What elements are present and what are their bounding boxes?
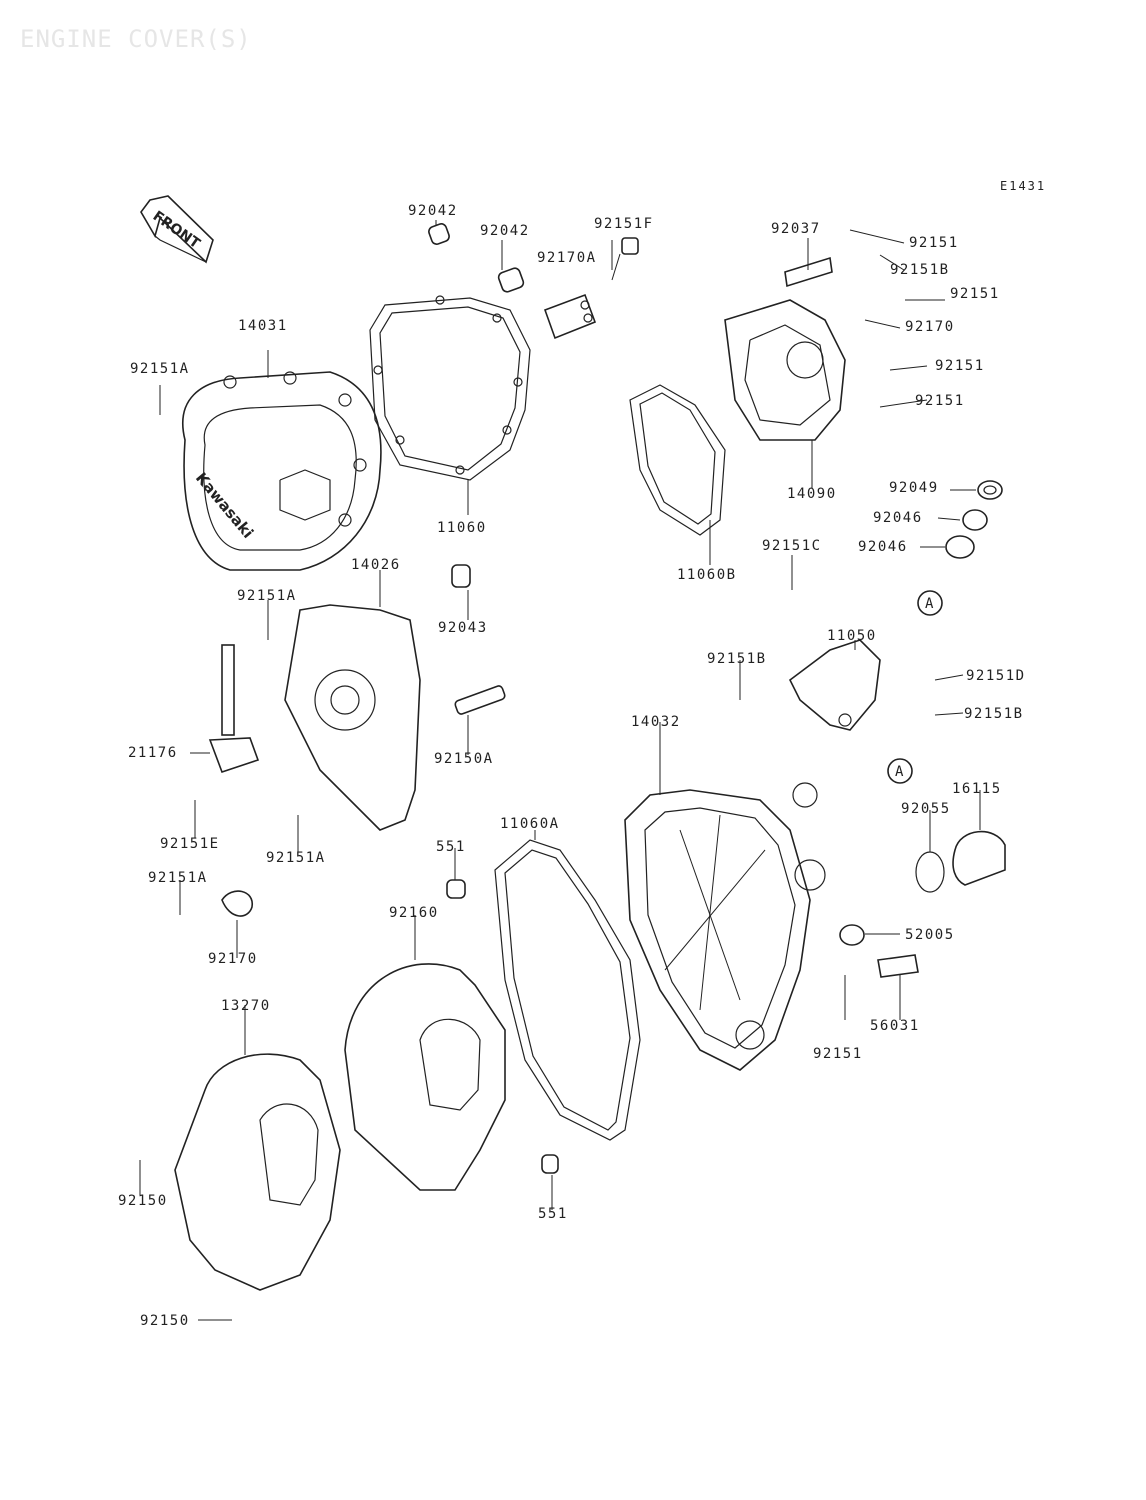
part-label-92151: 92151 xyxy=(950,286,1000,302)
part-label-21176: 21176 xyxy=(128,745,178,761)
o-ring-92055 xyxy=(915,851,945,893)
dowel-pin-551-upper xyxy=(446,879,466,899)
part-label-92150: 92150 xyxy=(140,1313,190,1329)
reference-marker-a-top-label: A xyxy=(925,596,935,612)
clutch-cover-14032 xyxy=(624,782,826,1071)
part-label-92151a: 92151A xyxy=(148,870,208,886)
part-label-92151: 92151 xyxy=(915,393,965,409)
part-label-92046: 92046 xyxy=(858,539,908,555)
part-label-551: 551 xyxy=(436,839,466,855)
part-label-52005: 52005 xyxy=(905,927,955,943)
part-label-92150: 92150 xyxy=(118,1193,168,1209)
gasket-11060 xyxy=(369,295,531,481)
part-label-14031: 14031 xyxy=(238,318,288,334)
part-label-92049: 92049 xyxy=(889,480,939,496)
reference-marker-a-mid-label: A xyxy=(895,764,905,780)
part-label-92151a: 92151A xyxy=(237,588,297,604)
part-label-16115: 16115 xyxy=(952,781,1002,797)
diagram-title: ENGINE COVER(S) xyxy=(20,25,252,53)
part-label-92055: 92055 xyxy=(901,801,951,817)
front-arrow-icon: FRONT xyxy=(140,195,214,264)
clamp-92170-left xyxy=(221,890,253,917)
part-label-11060a: 11060A xyxy=(500,816,560,832)
part-label-14090: 14090 xyxy=(787,486,837,502)
part-label-92170: 92170 xyxy=(208,951,258,967)
part-label-92151: 92151 xyxy=(909,235,959,251)
clamp-92170A xyxy=(543,293,597,340)
part-label-92150a: 92150A xyxy=(434,751,494,767)
label-56031 xyxy=(877,954,919,978)
part-label-14032: 14032 xyxy=(631,714,681,730)
dowel-pin-92043 xyxy=(451,564,471,588)
part-label-92160: 92160 xyxy=(389,905,439,921)
gasket-11060A xyxy=(494,839,641,1141)
part-label-92046: 92046 xyxy=(873,510,923,526)
part-label-11050: 11050 xyxy=(827,628,877,644)
part-label-92151b: 92151B xyxy=(707,651,767,667)
part-label-14026: 14026 xyxy=(351,557,401,573)
bushing-92046-upper xyxy=(962,509,988,531)
dowel-pin-92042-left xyxy=(428,223,450,245)
reference-marker-a-top: A xyxy=(917,590,943,616)
part-label-92170a: 92170A xyxy=(537,250,597,266)
starter-cover-14026 xyxy=(284,604,421,831)
part-label-92042: 92042 xyxy=(408,203,458,219)
part-label-92151a: 92151A xyxy=(130,361,190,377)
part-label-92151b: 92151B xyxy=(964,706,1024,722)
filler-cap-16115 xyxy=(952,830,1006,886)
bushing-92046-lower xyxy=(945,535,975,559)
part-label-11060b: 11060B xyxy=(677,567,737,583)
sensor-21176 xyxy=(208,644,260,774)
oil-seal-52005 xyxy=(839,924,865,946)
part-label-13270: 13270 xyxy=(221,998,271,1014)
diagram-code: E1431 xyxy=(1000,179,1046,193)
dowel-pin-92042-right xyxy=(497,267,525,293)
part-label-92151c: 92151C xyxy=(762,538,822,554)
part-label-92037: 92037 xyxy=(771,221,821,237)
part-label-92151f: 92151F xyxy=(594,216,654,232)
dowel-pin-551-lower xyxy=(541,1154,559,1174)
part-label-92151b: 92151B xyxy=(890,262,950,278)
gasket-11060B xyxy=(629,384,726,536)
bolt-92151F xyxy=(611,237,639,281)
part-label-92170: 92170 xyxy=(905,319,955,335)
oil-seal-92049 xyxy=(977,480,1003,500)
part-label-56031: 56031 xyxy=(870,1018,920,1034)
part-label-11060: 11060 xyxy=(437,520,487,536)
part-label-92042: 92042 xyxy=(480,223,530,239)
bracket-11050 xyxy=(788,639,881,731)
part-label-92043: 92043 xyxy=(438,620,488,636)
reference-marker-a-mid: A xyxy=(887,758,913,784)
part-label-92151d: 92151D xyxy=(966,668,1026,684)
plate-92037 xyxy=(784,256,833,288)
cover-guard-92160 xyxy=(344,963,506,1191)
part-label-92151: 92151 xyxy=(813,1046,863,1062)
cover-guard-13270 xyxy=(174,1053,341,1291)
leader-lines xyxy=(139,220,981,1321)
part-label-551: 551 xyxy=(538,1206,568,1222)
generator-cover-14031: Kawasaki xyxy=(182,371,382,571)
pulse-cover-14090 xyxy=(724,299,846,441)
part-label-92151e: 92151E xyxy=(160,836,220,852)
stud-92150A xyxy=(454,685,506,715)
part-label-92151: 92151 xyxy=(935,358,985,374)
part-label-92151a: 92151A xyxy=(266,850,326,866)
